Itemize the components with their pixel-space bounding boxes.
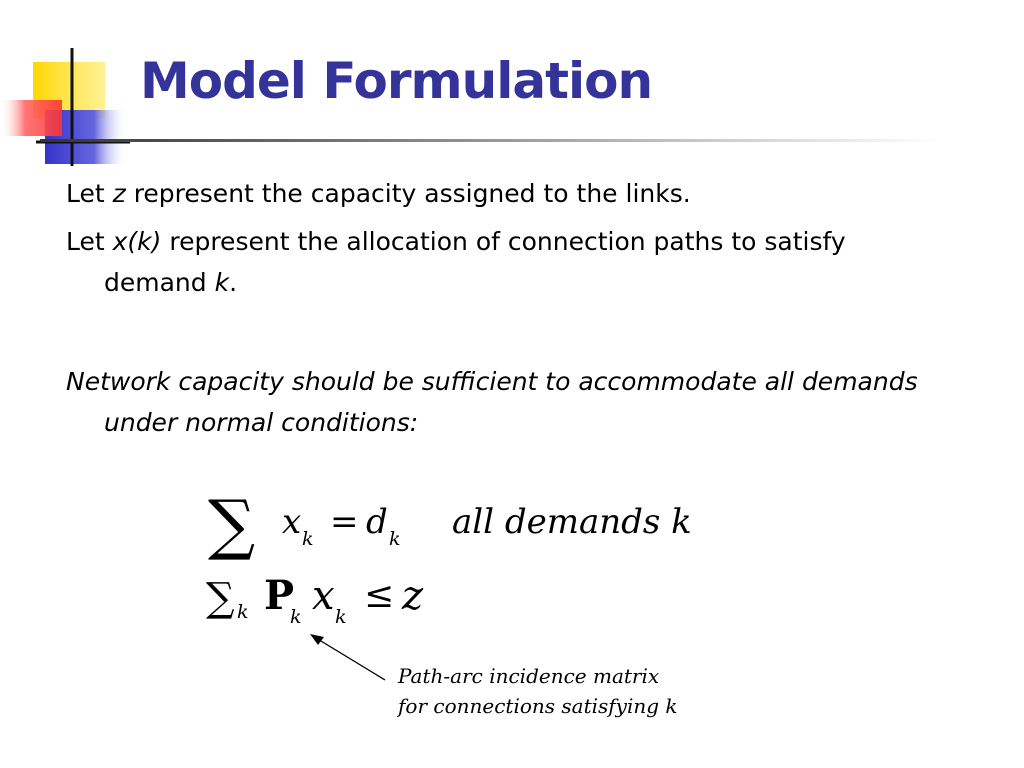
variable-xk: x(k) bbox=[112, 227, 162, 256]
eq2-P: P bbox=[264, 572, 294, 619]
eq2-P-subscript: k bbox=[290, 606, 302, 628]
annotation-line-1: Path-arc incidence matrix bbox=[398, 664, 660, 688]
eq1-sum-symbol: ∑ bbox=[208, 486, 255, 563]
eq2-x: x bbox=[312, 573, 335, 619]
decorative-squares-logo bbox=[0, 48, 130, 166]
eq2-sum-symbol: ∑ bbox=[206, 575, 235, 621]
paragraph-allocation: Let x(k) represent the allocation of con… bbox=[66, 221, 946, 303]
eq1-d-subscript: k bbox=[389, 528, 401, 550]
eq2-x-subscript: k bbox=[335, 606, 347, 628]
annotation-arrow-line bbox=[315, 637, 386, 681]
eq1-x: x bbox=[282, 502, 301, 542]
eq2-z: z bbox=[401, 573, 424, 619]
eq2-sum-subscript: k bbox=[237, 601, 249, 623]
variable-k: k bbox=[214, 268, 230, 297]
text-segment: . bbox=[229, 268, 238, 297]
annotation-line-2: for connections satisfying k bbox=[398, 694, 678, 718]
annotation-note: Path-arc incidence matrix for connection… bbox=[398, 661, 678, 721]
text-segment: represent the allocation of connection p… bbox=[104, 227, 846, 297]
equations-block: ∑ x k = d k all demands k ∑ k P k x k ≤ … bbox=[206, 486, 692, 681]
text-segment: Let bbox=[66, 227, 113, 256]
network-capacity-text: Network capacity should be sufficient to… bbox=[66, 367, 918, 437]
slide-title: Model Formulation bbox=[140, 52, 653, 110]
eq1-d: d bbox=[366, 502, 388, 542]
variable-z: z bbox=[112, 179, 126, 208]
eq1-equals: = bbox=[330, 502, 359, 542]
annotation-arrow-head bbox=[310, 634, 324, 645]
text-segment: represent the capacity assigned to the l… bbox=[125, 179, 691, 208]
eq2-leq: ≤ bbox=[364, 575, 394, 616]
title-divider bbox=[40, 139, 940, 142]
text-segment: Let bbox=[66, 179, 113, 208]
paragraph-network-capacity: Network capacity should be sufficient to… bbox=[66, 361, 946, 443]
eq1-x-subscript: k bbox=[302, 528, 314, 550]
eq1-condition: all demands k bbox=[452, 502, 692, 542]
paragraph-capacity: Let z represent the capacity assigned to… bbox=[66, 173, 946, 214]
